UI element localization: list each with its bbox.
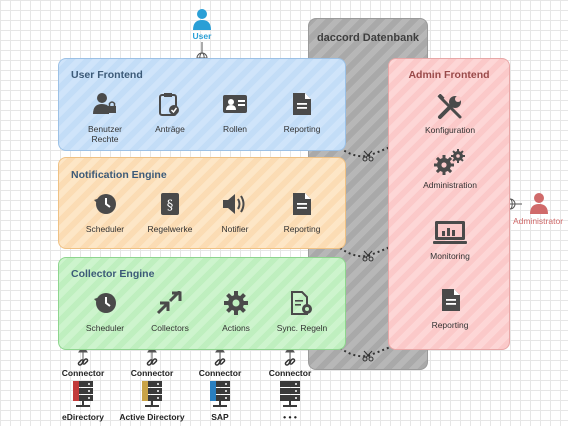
admin-frontend-item-label: Konfiguration (424, 125, 476, 135)
monitor-chart-icon (433, 220, 467, 246)
notification-engine-item-label: Reporting (283, 224, 321, 234)
notification-engine-item-label: Notifier (221, 224, 249, 234)
document-icon (441, 288, 461, 312)
user-lock-icon (93, 92, 117, 114)
admin-frontend-item-label: Administration (423, 180, 477, 190)
link-icon (284, 356, 296, 368)
scissors-icon (362, 250, 374, 262)
link-icon (146, 356, 158, 368)
clock-history-icon (92, 192, 118, 216)
user-icon (193, 8, 211, 30)
server-icon (210, 381, 230, 409)
administrator-label: Administrator (512, 216, 564, 226)
id-card-icon (222, 94, 248, 114)
database-title: daccord Datenbank (316, 32, 420, 44)
link-icon (214, 356, 226, 368)
user-frontend-item-label: Reporting (283, 124, 321, 134)
scissors-icon (362, 350, 374, 362)
system-label: • • • (283, 412, 297, 422)
gear-icon (224, 291, 248, 315)
collector-engine-item-label: Collectors (151, 323, 189, 333)
connector-label: Connector (268, 368, 312, 378)
clock-history-icon (92, 291, 118, 315)
system-label: SAP (211, 412, 229, 422)
user-frontend-title: User Frontend (71, 69, 143, 81)
link-icon (77, 356, 89, 368)
notification-engine-item-label: Scheduler (85, 224, 125, 234)
collector-engine-item-label: Scheduler (85, 323, 125, 333)
collect-arrows-icon (156, 291, 182, 315)
tools-icon (437, 94, 463, 120)
admin-frontend-title: Admin Frontend (408, 69, 490, 81)
document-icon (292, 92, 312, 116)
law-book-icon: § (160, 192, 180, 216)
collector-engine-title: Collector Engine (71, 268, 155, 280)
server-icon (73, 381, 93, 409)
connector-label: Connector (198, 368, 242, 378)
document-icon (292, 192, 312, 216)
server-icon (142, 381, 162, 409)
gears-icon (434, 149, 466, 175)
collector-engine-item-label: Actions (222, 323, 250, 333)
admin-frontend-item-label: Reporting (431, 320, 469, 330)
connector-label: Connector (61, 368, 105, 378)
collector-engine-item-label: Sync. Regeln (276, 323, 328, 333)
svg-text:§: § (167, 198, 174, 213)
system-label: eDirectory (61, 412, 105, 422)
user-label: User (192, 31, 212, 41)
clipboard-check-icon (158, 92, 180, 116)
scissors-icon (362, 150, 374, 162)
user-frontend-item-label: Benutzer Rechte (87, 124, 123, 144)
user-frontend-item-label: Rollen (222, 124, 248, 134)
admin-frontend-item-label: Monitoring (430, 251, 470, 261)
user-frontend-item-label: Anträge (155, 124, 185, 134)
administrator-icon (530, 192, 548, 214)
server-icon (280, 381, 300, 409)
notification-engine-title: Notification Engine (71, 169, 167, 181)
notification-engine-item-label: Regelwerke (147, 224, 193, 234)
system-label: Active Directory (119, 412, 185, 422)
sync-document-icon (291, 291, 313, 315)
connector-label: Connector (130, 368, 174, 378)
speaker-icon (222, 193, 248, 215)
